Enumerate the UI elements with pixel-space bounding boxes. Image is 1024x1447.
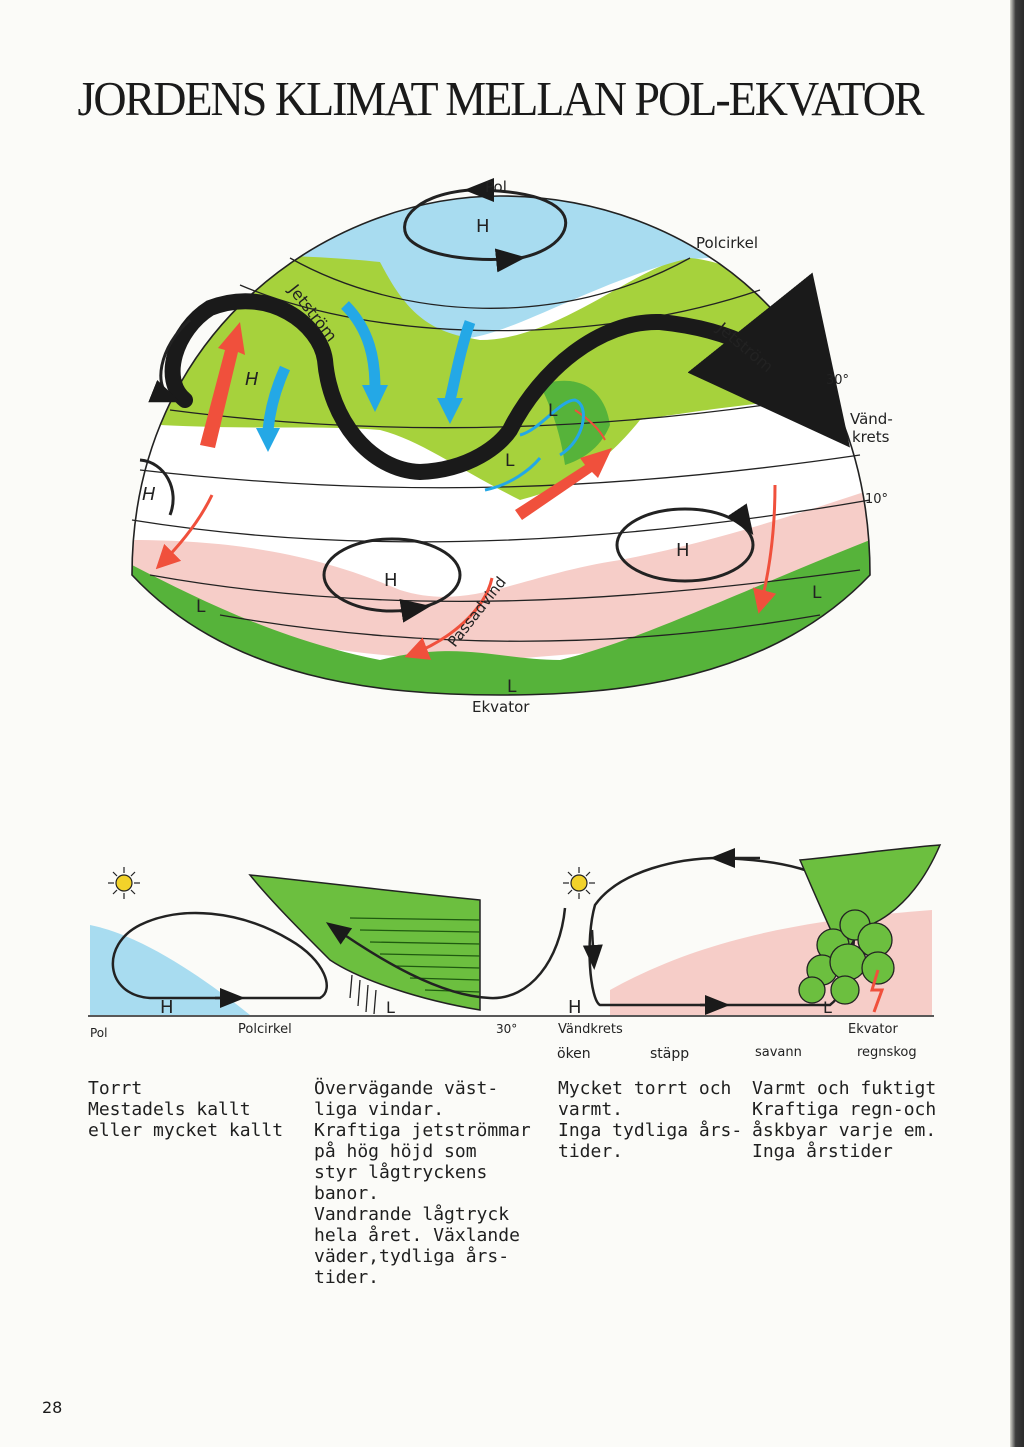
page-number: 28 [42, 1398, 63, 1417]
profile-pole-label: Pol [90, 1026, 107, 1040]
polar-zone [132, 196, 870, 269]
subtropic-high-left [322, 537, 462, 613]
subtropical-climate-description: Mycket torrt och varmt. Inga tydliga års… [558, 1078, 743, 1162]
sun-icon [563, 867, 595, 899]
svg-text:L: L [823, 998, 832, 1017]
globe-outline [131, 195, 871, 696]
svg-text:H: H [568, 997, 582, 1018]
lightning-icon [869, 969, 885, 1013]
rainforest-trees [798, 909, 895, 1005]
svg-text:H: H [160, 997, 174, 1018]
polar-circle-line [289, 257, 691, 309]
left-highs [139, 318, 191, 516]
trade-wind-arrows [155, 484, 777, 660]
svg-text:L: L [505, 451, 515, 471]
svg-text:L: L [386, 998, 395, 1017]
profile-tropic-label: Vändkrets [558, 1022, 623, 1037]
temperate-climate-description: Övervägande väst- liga vindar. Kraftiga … [314, 1078, 531, 1288]
globe-lat10-label: 10° [865, 492, 888, 507]
globe-tropic-label-1: Vänd- [850, 410, 893, 428]
polar-high-label: H [476, 216, 490, 237]
globe-tropic-label-2: krets [852, 428, 890, 446]
profile-equator-label: Ekvator [848, 1022, 898, 1037]
profile-lat30-label: 30° [496, 1022, 517, 1036]
jet-stream [164, 272, 850, 481]
equatorial-climate-description: Varmt och fuktigt Kraftiga regn-och åskb… [752, 1078, 937, 1162]
left-high-label: H [245, 369, 259, 390]
polar-climate-description: Torrt Mestadels kallt eller mycket kallt [88, 1078, 284, 1141]
profile-diagram: H L H L Pol Polcirkel 30° Vändkrets Ekva… [88, 844, 942, 1062]
lat10-line [131, 499, 871, 543]
desert-label: öken [557, 1046, 591, 1062]
svg-text:H: H [676, 540, 690, 561]
subtropic-high-right [615, 507, 755, 583]
svg-text:L: L [548, 401, 558, 421]
profile-polar-circle-label: Polcirkel [238, 1022, 292, 1037]
cold-arrows [262, 301, 476, 431]
rainforest-label: regnskog [857, 1045, 917, 1060]
warm-arrows [200, 322, 612, 520]
svg-text:L: L [507, 677, 517, 697]
globe-pole-label: Pol [485, 178, 507, 196]
page-edge-bar [1010, 0, 1024, 1447]
svg-text:L: L [196, 597, 206, 617]
page-title: JORDENS KLIMAT MELLAN POL-EKVATOR [77, 71, 924, 126]
globe-lat30-label: 30° [826, 373, 849, 388]
polar-high [403, 178, 568, 273]
sun-icon [108, 867, 140, 899]
svg-text:H: H [142, 484, 156, 505]
subtropic-highs [322, 507, 755, 613]
svg-text:L: L [812, 583, 822, 603]
frontal-cloud [248, 874, 481, 1011]
steppe-label: stäpp [650, 1046, 689, 1062]
svg-text:H: H [384, 570, 398, 591]
globe-equator-label: Ekvator [472, 698, 530, 716]
globe-polar-circle-label: Polcirkel [696, 234, 758, 252]
savanna-label: savann [755, 1045, 802, 1060]
